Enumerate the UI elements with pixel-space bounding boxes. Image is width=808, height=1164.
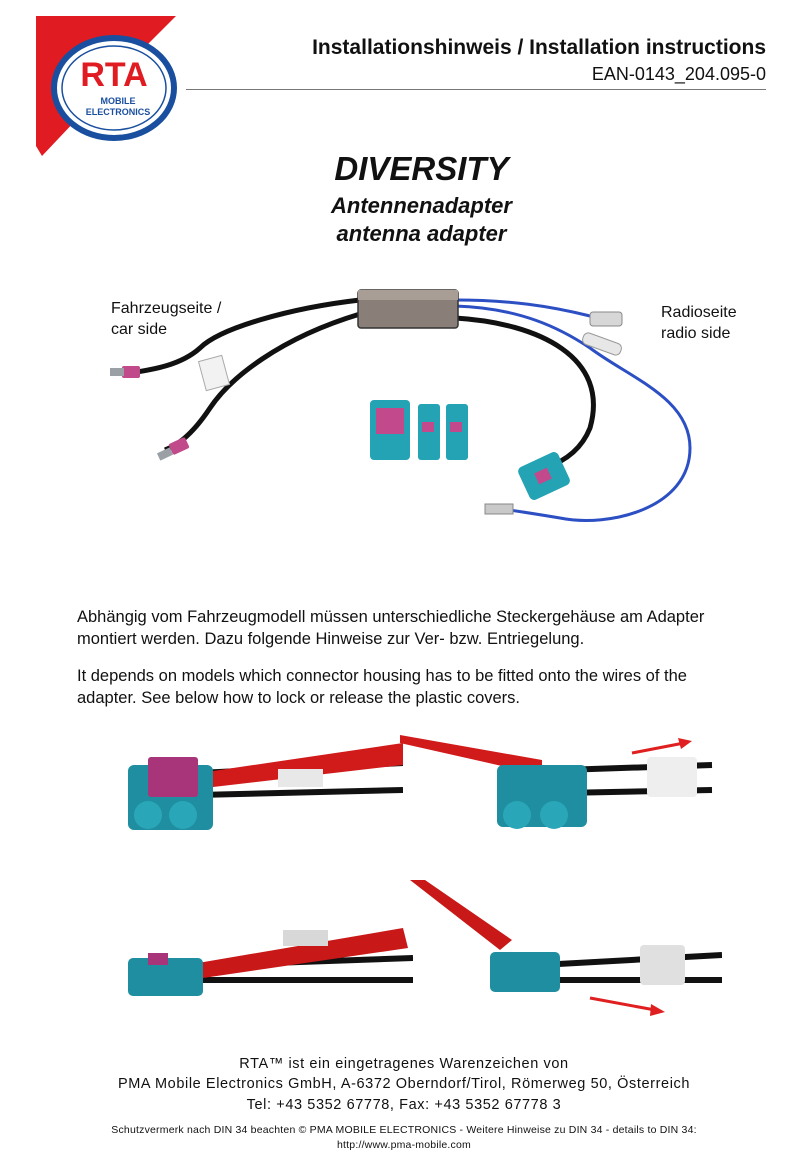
svg-text:MOBILE: MOBILE: [101, 96, 136, 106]
svg-text:ELECTRONICS: ELECTRONICS: [86, 107, 151, 117]
paragraph-en-line: adapter. See below how to lock or releas…: [77, 689, 520, 707]
header-title: Installationshinweis / Installation inst…: [312, 36, 766, 59]
radio-side-label: Radioseite radio side: [661, 302, 737, 344]
rta-logo: RTA MOBILE ELECTRONICS: [36, 16, 186, 156]
copyright-notice: Schutzvermerk nach DIN 34 beachten © PMA…: [111, 1124, 697, 1136]
car-side-label-en: car side: [111, 321, 168, 338]
car-side-label: Fahrzeugseite / car side: [111, 298, 221, 340]
connector-locked-photo: [118, 735, 404, 850]
trademark-notice: RTA™ ist ein eingetragenes Warenzeichen …: [239, 1056, 569, 1072]
paragraph-de-line: Abhängig vom Fahrzeugmodell müssen unter…: [77, 608, 705, 626]
car-side-label-de: Fahrzeugseite /: [111, 300, 222, 317]
radio-side-label-de: Radioseite: [661, 304, 737, 321]
company-address: PMA Mobile Electronics GmbH, A-6372 Ober…: [117, 1076, 691, 1092]
product-subtitle-en: antenna adapter: [336, 221, 507, 246]
website-link[interactable]: http://www.pma-mobile.com: [337, 1139, 471, 1151]
svg-text:RTA: RTA: [80, 56, 147, 94]
header-divider: [186, 89, 766, 90]
radio-side-label-en: radio side: [661, 325, 731, 342]
connector-side-release-photo: [410, 880, 723, 1025]
product-name: DIVERSITY: [334, 150, 509, 187]
company-phone-fax: Tel: +43 5352 67778, Fax: +43 5352 67778…: [246, 1097, 562, 1113]
connector-side-locked-photo: [118, 908, 414, 1018]
document-code: EAN-0143_204.095-0: [591, 64, 766, 84]
paragraph-en-line: It depends on models which connector hou…: [77, 667, 687, 685]
adapter-photo: [90, 278, 750, 548]
paragraph-de-line: montiert werden. Dazu folgende Hinweise …: [77, 630, 585, 648]
product-subtitle-de: Antennenadapter: [331, 193, 512, 218]
connector-release-photo: [392, 735, 722, 850]
paragraph-de: Abhängig vom Fahrzeugmodell müssen unter…: [77, 606, 757, 650]
paragraph-en: It depends on models which connector hou…: [77, 665, 757, 709]
